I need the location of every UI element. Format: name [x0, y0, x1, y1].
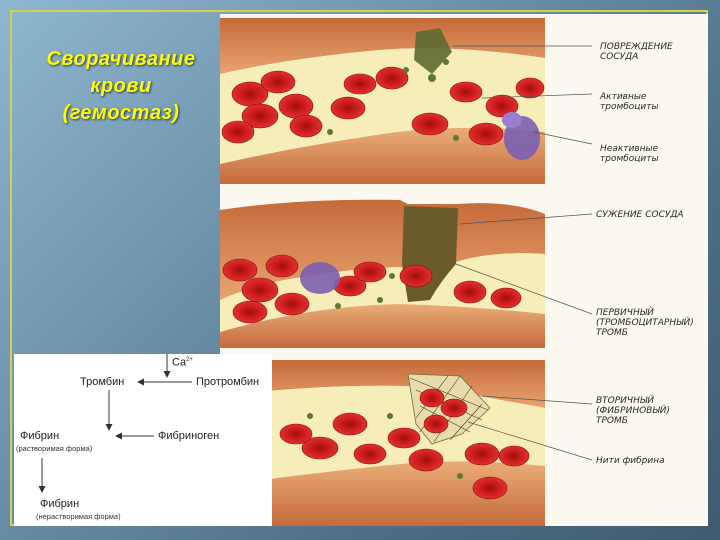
coagulation-scheme: Ca2+ Тромбин Протромбин Фибрин (раствори…	[14, 354, 272, 526]
fibrinogen-label: Фибриноген	[158, 430, 220, 442]
label-inactive-platelets: Неактивные тромбоциты	[600, 144, 659, 164]
panel-vessel-narrowing	[220, 199, 545, 348]
panel-vessel-damage	[220, 18, 545, 184]
label-secondary-thrombus: ВТОРИЧНЫЙ (ФИБРИНОВЫЙ) ТРОМБ	[596, 396, 670, 426]
label-active-platelets: Активные тромбоциты	[600, 92, 659, 112]
panel-secondary-thrombus	[220, 360, 545, 526]
vessel-drawings	[220, 18, 593, 526]
fibrin-soluble-label: Фибрин	[20, 430, 60, 442]
scheme-arrows	[38, 354, 192, 493]
calcium-label: Ca2+	[172, 356, 193, 369]
title-line-3: (гемостаз)	[62, 102, 180, 124]
leader-lines	[452, 45, 593, 461]
label-vessel-damage: ПОВРЕЖДЕНИЕ СОСУДА	[600, 42, 673, 62]
fibrin-soluble-note: (растворимая форма)	[16, 444, 93, 453]
slide-title: Сворачивание крови (гемостаз)	[28, 46, 214, 127]
label-vessel-narrowing: СУЖЕНИЕ СОСУДА	[596, 210, 684, 220]
title-line-2: крови	[90, 75, 152, 97]
hemostasis-illustration: ПОВРЕЖДЕНИЕ СОСУДА Активные тромбоциты Н…	[220, 14, 708, 526]
label-primary-thrombus: ПЕРВИЧНЫЙ (ТРОМБОЦИТАРНЫЙ) ТРОМБ	[596, 308, 694, 338]
prothrombin-label: Протромбин	[196, 376, 260, 388]
thrombin-label: Тромбин	[80, 376, 125, 388]
label-fibrin-threads: Нити фибрина	[596, 456, 665, 466]
title-line-1: Сворачивание	[46, 48, 196, 70]
fibrin-insoluble-label: Фибрин	[40, 498, 80, 510]
fibrin-insoluble-note: (нерастворимая форма)	[36, 512, 121, 521]
